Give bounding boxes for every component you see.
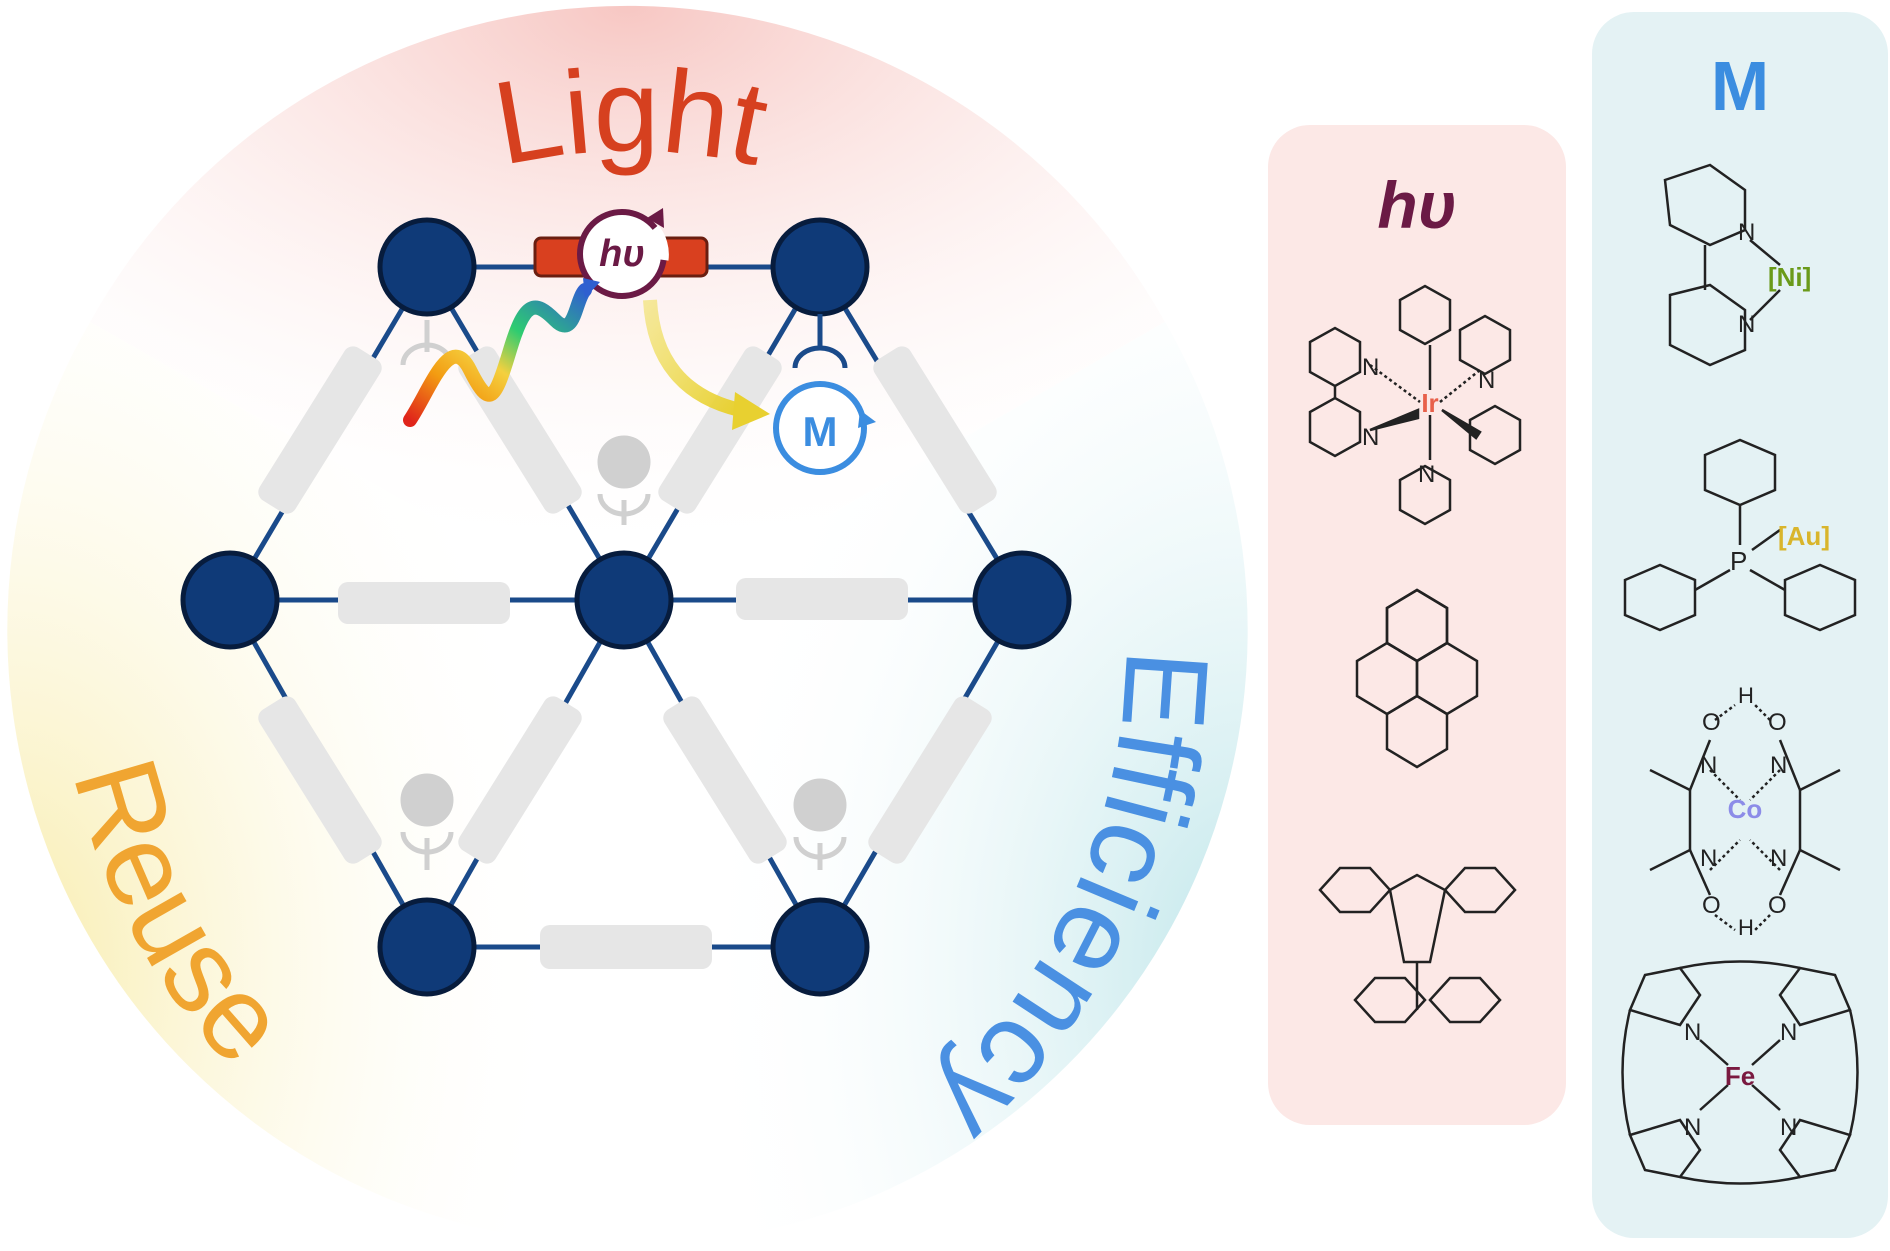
panel-metal-bg xyxy=(1592,12,1888,1238)
au-triphenylphosphine-structure xyxy=(1623,438,1857,632)
co-metal-label: Co xyxy=(1728,794,1763,824)
node xyxy=(180,550,280,650)
panel-photo-bg xyxy=(1268,125,1566,1125)
panel-photo-title: hυ xyxy=(1377,168,1456,242)
linker xyxy=(258,346,382,514)
metal-unit-label: M xyxy=(803,408,838,455)
label-light: Light xyxy=(485,45,778,191)
co-n-label: N xyxy=(1770,752,1787,779)
ir-complex-structure xyxy=(1308,284,1522,526)
light-wave-icon xyxy=(403,283,592,427)
co-o-label: O xyxy=(1768,709,1787,736)
framework: hυ M xyxy=(180,208,1072,997)
pyrene-structure xyxy=(1355,588,1479,769)
node xyxy=(574,550,674,650)
photo-unit-label: hυ xyxy=(599,233,645,275)
ir-metal-label: Ir xyxy=(1421,388,1438,418)
fe-n-label: N xyxy=(1780,1019,1797,1046)
fe-n-label: N xyxy=(1684,1019,1701,1046)
linker xyxy=(458,696,582,864)
ir-n-label: N xyxy=(1418,461,1435,488)
fe-metal-label: Fe xyxy=(1725,1061,1755,1091)
node xyxy=(377,217,477,317)
co-o-label: O xyxy=(1768,892,1787,919)
empty-sites xyxy=(400,320,847,870)
node xyxy=(377,897,477,997)
ni-metal-label: [Ni] xyxy=(1768,262,1811,292)
panel-photosensitizers: hυ N N N N Ir xyxy=(1268,125,1566,1125)
spirobifluorene-structure xyxy=(1318,866,1517,1024)
energy-transfer-arrow-icon xyxy=(643,299,742,417)
empty-site xyxy=(793,778,847,832)
linker xyxy=(258,696,382,864)
panel-metal-catalysts: M N N [Ni] P [Au] xyxy=(1592,12,1888,1238)
photosensitizer-linker: hυ xyxy=(533,208,709,299)
ir-n-label: N xyxy=(1478,367,1495,394)
co-n-label: N xyxy=(1700,845,1717,872)
node xyxy=(770,217,870,317)
ni-n-label: N xyxy=(1738,219,1755,246)
linker xyxy=(873,346,997,514)
co-glyoxime-structure xyxy=(1649,704,1841,931)
empty-site xyxy=(597,435,651,489)
co-n-label: N xyxy=(1700,752,1717,779)
ni-n-label: N xyxy=(1738,311,1755,338)
co-n-label: N xyxy=(1770,845,1787,872)
node xyxy=(972,550,1072,650)
fe-porphyrin-structure xyxy=(1621,960,1859,1185)
linker xyxy=(338,582,510,624)
co-o-label: O xyxy=(1702,709,1721,736)
linker xyxy=(868,696,992,864)
ir-n-label: N xyxy=(1362,424,1379,451)
linker xyxy=(658,346,782,514)
wheel-segment-light xyxy=(90,5,1165,631)
co-h-label: H xyxy=(1738,683,1754,708)
framework-linkers xyxy=(258,346,997,969)
co-h-label: H xyxy=(1738,915,1754,940)
linker xyxy=(663,696,787,864)
metal-site: M xyxy=(773,314,876,475)
framework-nodes xyxy=(180,217,1072,997)
ir-n-label: N xyxy=(1362,354,1379,381)
fe-n-label: N xyxy=(1780,1114,1797,1141)
ni-bipyridine-structure xyxy=(1663,163,1781,367)
linker xyxy=(736,578,908,620)
node xyxy=(770,897,870,997)
au-metal-label: [Au] xyxy=(1778,521,1830,551)
linker xyxy=(540,925,712,969)
empty-site xyxy=(400,773,454,827)
co-o-label: O xyxy=(1702,892,1721,919)
fe-n-label: N xyxy=(1684,1114,1701,1141)
au-p-label: P xyxy=(1730,546,1747,576)
panel-metal-title: M xyxy=(1711,47,1769,125)
